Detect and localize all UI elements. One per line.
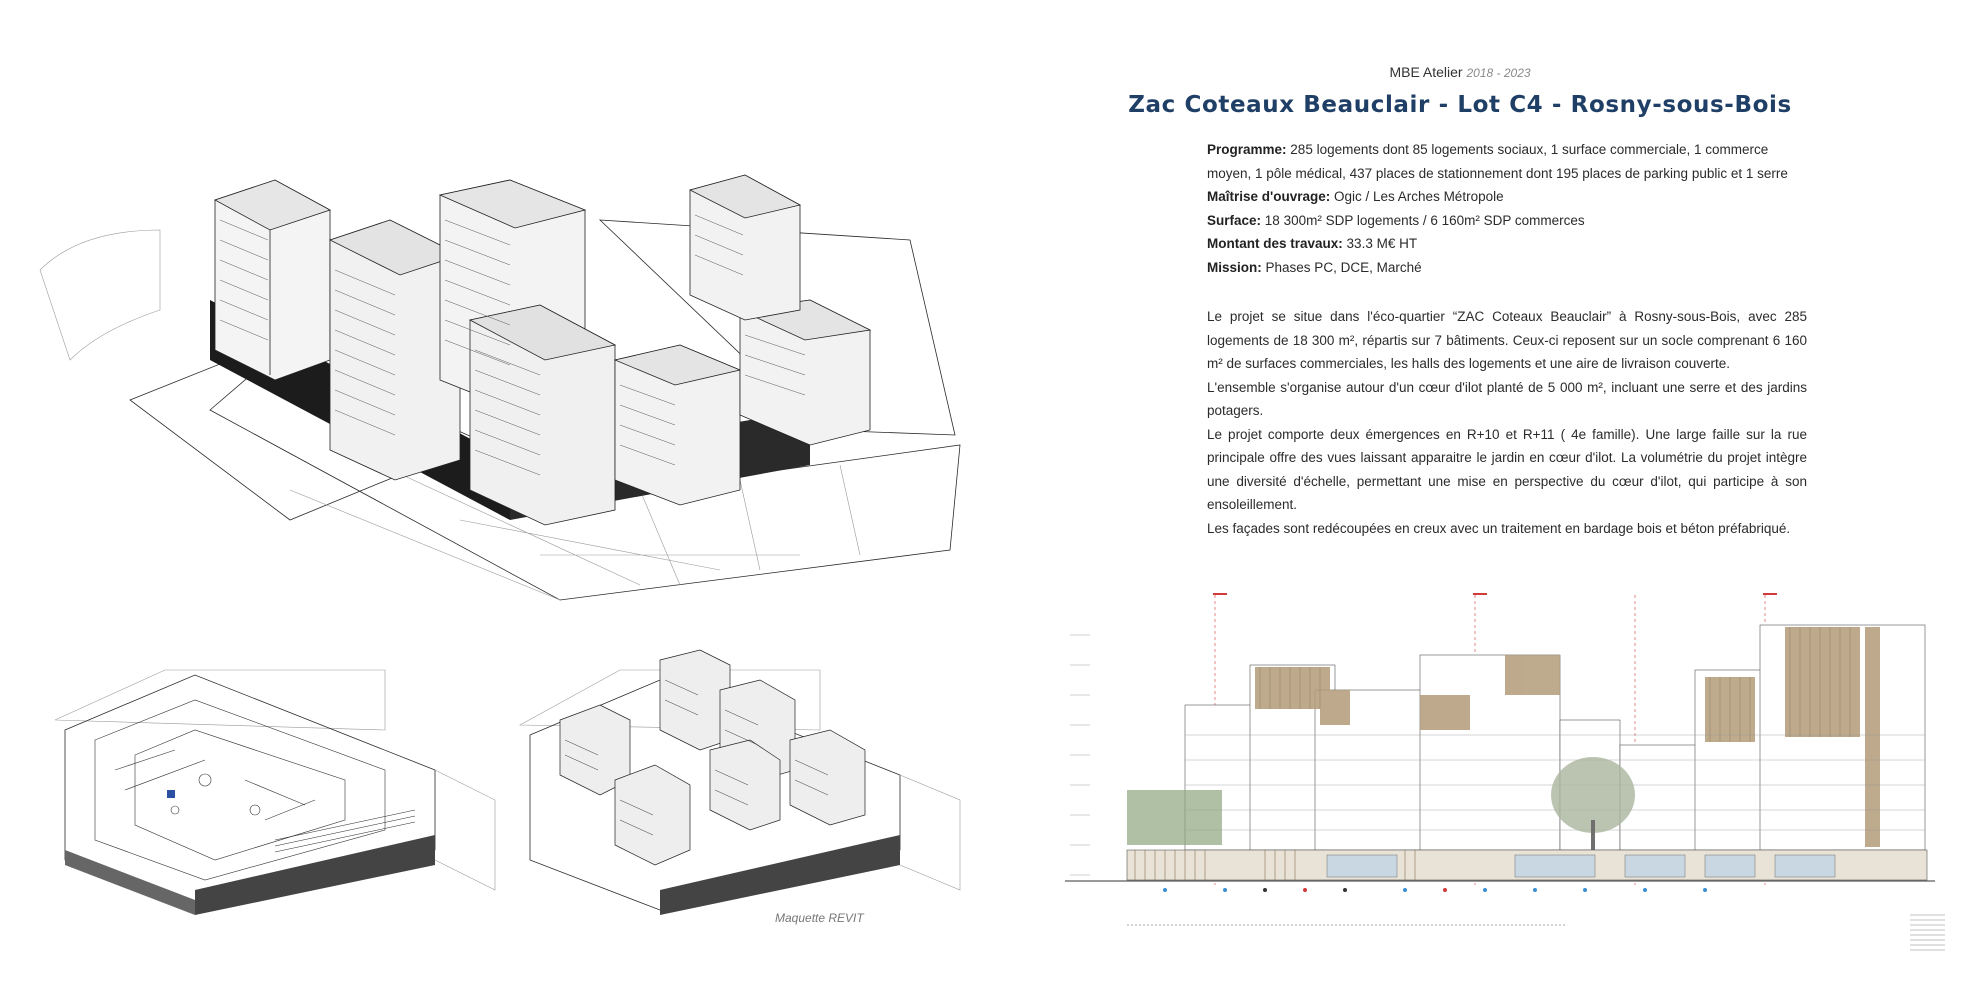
fact-programme: Programme: 285 logements dont 85 logemen…: [1207, 142, 1788, 181]
project-facts: Programme: 285 logements dont 85 logemen…: [1207, 138, 1807, 279]
page-title: Zac Coteaux Beauclair - Lot C4 - Rosny-s…: [1128, 92, 1792, 118]
project-years: 2018 - 2023: [1466, 66, 1531, 80]
axonometric-model-image: [39, 174, 961, 601]
description-paragraph: Le projet se situe dans l'éco-quartier “…: [1207, 309, 1807, 371]
building-block: [688, 174, 802, 321]
parking-level-model-image: [54, 669, 496, 915]
description-paragraph: Le projet comporte deux émergences en R+…: [1207, 426, 1807, 513]
blue-marker: [167, 790, 175, 798]
building-block: [214, 179, 331, 381]
street-elevation-drawing: [1065, 593, 1945, 951]
description-paragraph: Les façades sont redécoupées en creux av…: [1207, 520, 1791, 536]
building-block: [468, 304, 617, 526]
building-block: [328, 219, 462, 481]
project-description: Le projet se situe dans l'éco-quartier “…: [1207, 305, 1807, 540]
fact-surface: Surface: 18 300m² SDP logements / 6 160m…: [1207, 212, 1585, 228]
image-caption: Maquette REVIT: [775, 911, 864, 925]
building-block: [738, 299, 872, 446]
fact-mission: Mission: Phases PC, DCE, Marché: [1207, 259, 1422, 275]
roof-level-model-image: [518, 649, 961, 915]
studio-line: MBE Atelier 2018 - 2023: [1100, 64, 1820, 80]
fact-client: Maîtrise d'ouvrage: Ogic / Les Arches Mé…: [1207, 189, 1504, 204]
fact-budget: Montant des travaux: 33.3 M€ HT: [1207, 236, 1418, 251]
building-block: [613, 344, 742, 506]
studio-name: MBE Atelier: [1389, 64, 1463, 80]
tree-illustration: [1127, 757, 1635, 850]
description-paragraph: L'ensemble s'organise autour d'un cœur d…: [1207, 379, 1807, 419]
